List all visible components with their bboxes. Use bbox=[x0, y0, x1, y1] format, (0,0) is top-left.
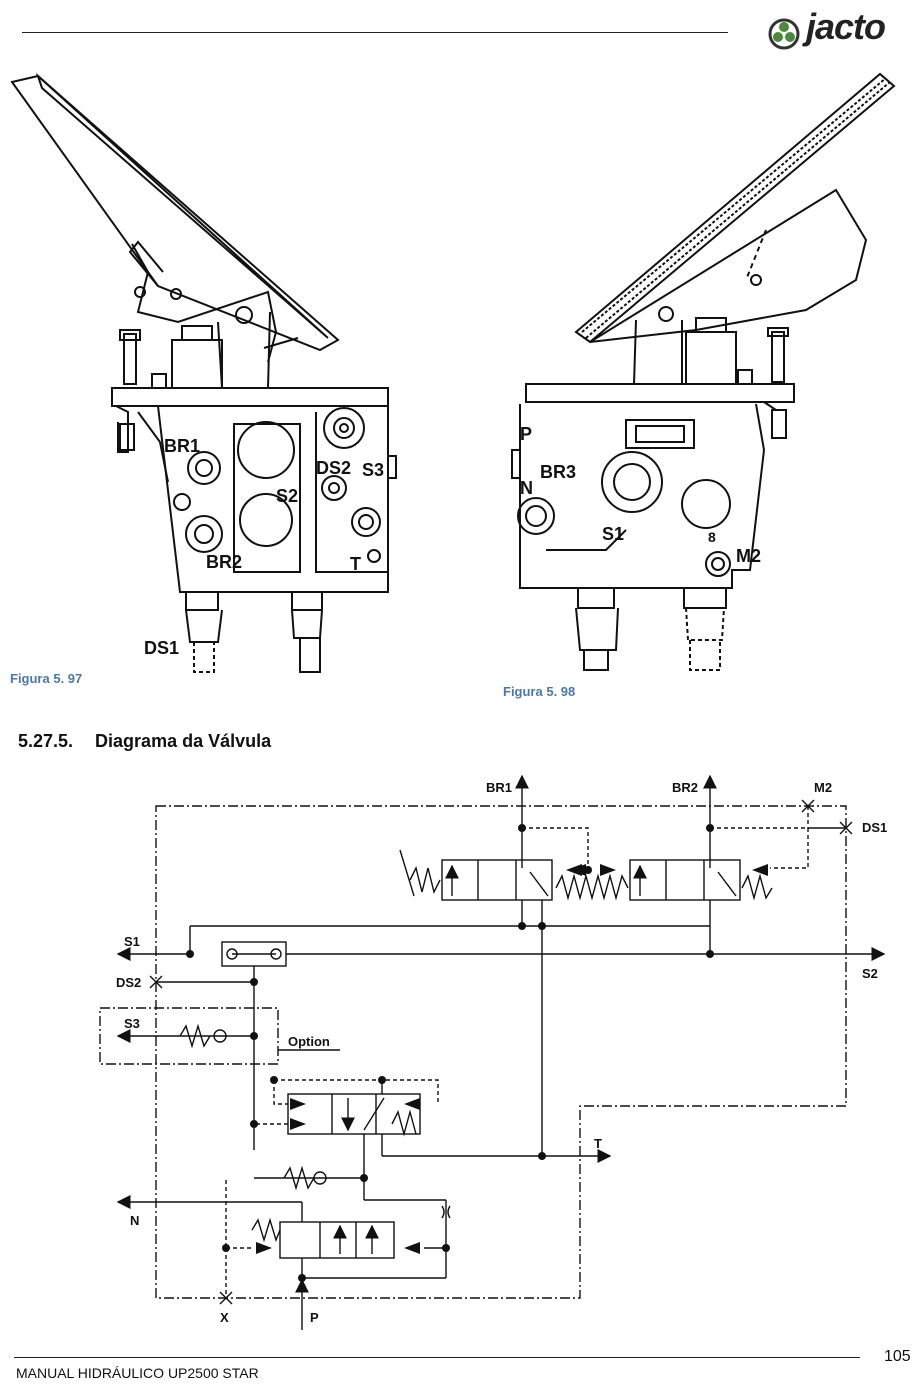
diagram-label-m2: M2 bbox=[814, 780, 832, 795]
jacto-logo-icon bbox=[768, 18, 800, 50]
label-n: N bbox=[520, 478, 533, 498]
label-t: T bbox=[350, 554, 361, 574]
footer-manual-title: MANUAL HIDRÁULICO UP2500 STAR bbox=[16, 1365, 259, 1381]
label-br3: BR3 bbox=[540, 462, 576, 482]
section-title: Diagrama da Válvula bbox=[95, 731, 272, 751]
diagram-label-s3: S3 bbox=[124, 1016, 140, 1031]
label-br2: BR2 bbox=[206, 552, 242, 572]
label-s1: S1 bbox=[602, 524, 624, 544]
section-heading: 5.27.5. Diagrama da Válvula bbox=[18, 731, 271, 752]
label-br1: BR1 bbox=[164, 436, 200, 456]
diagram-label-ds1: DS1 bbox=[862, 820, 887, 835]
diagram-label-n: N bbox=[130, 1213, 139, 1228]
valve-diagram: BR1 BR2 M2 DS1 S1 S2 DS2 S3 Option T N X… bbox=[99, 774, 887, 1330]
diagram-label-br1: BR1 bbox=[486, 780, 512, 795]
label-m2: M2 bbox=[736, 546, 761, 566]
figure-97-drawing: BR1 BR2 DS1 DS2 S2 S3 T bbox=[10, 72, 397, 673]
diagram-label-p: P bbox=[310, 1310, 319, 1325]
footer-rule bbox=[14, 1357, 860, 1358]
label-s2: S2 bbox=[276, 486, 298, 506]
diagram-label-s1: S1 bbox=[124, 934, 140, 949]
figure-97-caption: Figura 5. 97 bbox=[10, 671, 83, 686]
diagram-label-s2: S2 bbox=[862, 966, 878, 981]
page-number: 105 bbox=[884, 1348, 911, 1365]
header-rule bbox=[22, 32, 728, 33]
diagram-label-option: Option bbox=[288, 1034, 330, 1049]
brand-logo-text: jacto bbox=[806, 6, 886, 47]
label-8: 8 bbox=[708, 529, 716, 545]
diagram-label-t: T bbox=[594, 1136, 602, 1151]
label-ds1: DS1 bbox=[144, 638, 179, 658]
label-s3: S3 bbox=[362, 460, 384, 480]
figure-98-caption: Figura 5. 98 bbox=[503, 684, 576, 699]
label-p: P bbox=[520, 424, 532, 444]
diagram-label-x: X bbox=[220, 1310, 229, 1325]
diagram-label-ds2: DS2 bbox=[116, 975, 141, 990]
figure-98-drawing: P BR3 N S1 M2 8 bbox=[511, 72, 896, 671]
section-number: 5.27.5. bbox=[18, 731, 74, 751]
diagram-label-br2: BR2 bbox=[672, 780, 698, 795]
label-ds2: DS2 bbox=[316, 458, 351, 478]
